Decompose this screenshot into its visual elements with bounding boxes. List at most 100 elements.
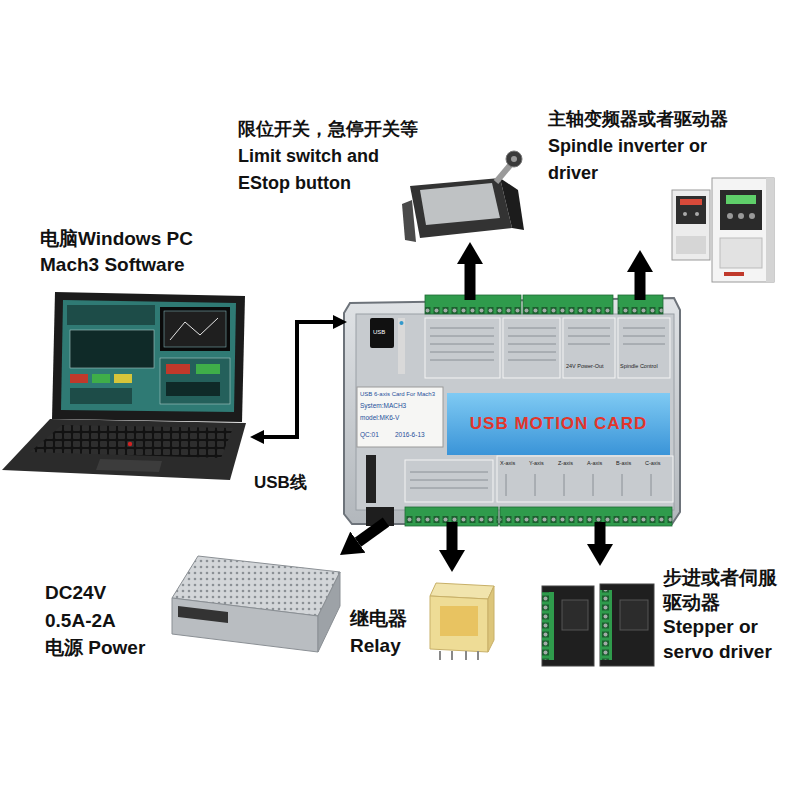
laptop-illustration-part (70, 388, 132, 404)
power-supply-illustration-part (178, 606, 228, 623)
sticker-text: QC:01 (360, 432, 379, 439)
device-caption: DC24V 0.5A-2A 电源 Power (45, 579, 153, 662)
stepper-driver-illustration (542, 584, 654, 666)
motion-card-illustration (344, 295, 680, 526)
limit-switch-illustration-part (420, 183, 500, 225)
spindle-inverter-illustration-part (676, 196, 706, 224)
spindle-driver-node: 主轴变频器或者驱动器 Spindle inverter or driver (546, 106, 778, 250)
motion-card-node: USB MOTION CARD (347, 300, 677, 522)
power-supply-illustration-part (172, 598, 318, 652)
spindle-inverter-illustration-part (676, 236, 706, 254)
terminal-group-name: Spindle Control (620, 364, 658, 370)
limit-switch-node: 限位开关，急停开关等 Limit switch and EStop button (236, 116, 526, 242)
limit-switch-illustration-part (410, 178, 512, 238)
axis-name: A-axis (587, 461, 602, 467)
signal-arrow (595, 522, 606, 544)
laptop-illustration-part (128, 442, 132, 446)
laptop-illustration-part (61, 300, 236, 412)
spindle-inverter-illustration (672, 178, 774, 282)
limit-switch-illustration-part (402, 200, 416, 242)
spindle-inverter-illustration-part (712, 178, 774, 282)
motion-card-illustration-part (447, 393, 670, 455)
motion-card-illustration-part (503, 318, 560, 378)
motion-card-illustration-part (563, 318, 615, 378)
laptop-illustration-part (164, 311, 226, 347)
stepper-driver-illustration-part (620, 600, 648, 630)
relay-illustration-part (430, 596, 488, 652)
sticker-text: 2016-6-13 (395, 432, 425, 439)
motion-card-illustration-part (405, 460, 493, 502)
axis-name: B-axis (616, 461, 631, 467)
card-title: USB MOTION CARD (447, 393, 670, 455)
edge-label: USB线 (252, 473, 309, 493)
motion-card-illustration-part (500, 507, 672, 526)
port-name: USB (373, 329, 385, 335)
signal-arrow (358, 522, 386, 542)
spindle-inverter-illustration-part (749, 213, 755, 219)
sticker-text: USB 6-axis Card For Mach3 (360, 391, 435, 397)
axis-name: Y-axis (529, 461, 544, 467)
device-caption: 继电器 Relay (350, 606, 418, 659)
signal-arrow (465, 264, 476, 300)
power-supply-node: DC24V 0.5A-2A 电源 Power (43, 555, 343, 666)
motion-card-illustration-part (497, 456, 673, 502)
motion-card-illustration-part (425, 318, 500, 378)
laptop-illustration-part (67, 305, 155, 325)
relay-illustration-part (440, 651, 478, 660)
laptop-illustration-part (92, 374, 110, 383)
signal-arrow (447, 522, 458, 550)
limit-switch-illustration (402, 151, 524, 242)
axis-name: Z-axis (558, 461, 573, 467)
laptop-illustration-part (2, 419, 246, 480)
motion-card-illustration-part (430, 328, 665, 360)
laptop-illustration-part (114, 374, 132, 383)
device-caption: 电脑Windows PC Mach3 Software (40, 226, 212, 277)
usb-cable-arrow (264, 322, 333, 437)
stepper-driver-illustration-part (542, 592, 554, 660)
limit-switch-illustration-part (511, 156, 517, 162)
sticker-text: System:MACH3 (360, 403, 406, 410)
device-caption: 主轴变频器或者驱动器 Spindle inverter or driver (548, 106, 736, 187)
laptop-illustration-part (170, 318, 218, 340)
spindle-inverter-illustration-part (738, 213, 744, 219)
motion-card-illustration-part (506, 474, 651, 496)
motion-card-illustration-part (410, 472, 488, 488)
terminal-group-name: 24V Power-Out (566, 364, 604, 370)
laptop-illustration (2, 292, 246, 480)
laptop-illustration-part (166, 382, 220, 396)
relay-node: 继电器 Relay (348, 572, 498, 664)
relay-illustration (430, 583, 494, 660)
spindle-inverter-illustration-part (680, 199, 702, 205)
spindle-inverter-illustration-part (727, 213, 733, 219)
spindle-inverter-illustration-part (724, 272, 744, 276)
laptop-illustration-part (70, 374, 88, 383)
motion-card-illustration-part (370, 318, 394, 348)
laptop-illustration-part (160, 358, 230, 404)
axis-name: X-axis (500, 461, 515, 467)
power-supply-illustration (172, 556, 340, 652)
motion-card-illustration-part (344, 298, 680, 524)
motion-card-illustration-part (356, 314, 674, 510)
spindle-inverter-illustration-part (683, 212, 687, 216)
stepper-driver-illustration-part (562, 600, 588, 630)
servo-driver-node: 步进或者伺服 驱动器 Stepper or servo driver (536, 566, 789, 669)
signal-arrow (635, 272, 646, 300)
spindle-inverter-illustration-part (695, 212, 699, 216)
sticker-text: model:MK6-V (360, 415, 399, 422)
relay-illustration-part (488, 586, 494, 652)
spindle-inverter-illustration-part (720, 190, 762, 230)
motion-card-illustration-part (523, 295, 613, 314)
limit-switch-illustration-part (506, 151, 522, 167)
spindle-inverter-illustration-part (766, 178, 774, 282)
spindle-inverter-illustration-part (726, 195, 756, 204)
laptop-illustration-part (196, 364, 220, 374)
laptop-illustration-part (96, 459, 162, 472)
device-caption: 限位开关，急停开关等 Limit switch and EStop button (238, 116, 426, 197)
device-caption: 步进或者伺服 驱动器 Stepper or servo driver (663, 566, 785, 665)
limit-switch-illustration-part (500, 178, 524, 230)
spindle-inverter-illustration-part (672, 190, 710, 260)
motion-card-illustration-part (357, 387, 443, 447)
laptop-illustration-part (30, 425, 233, 458)
pc-node: 电脑Windows PC Mach3 Software (38, 226, 250, 484)
